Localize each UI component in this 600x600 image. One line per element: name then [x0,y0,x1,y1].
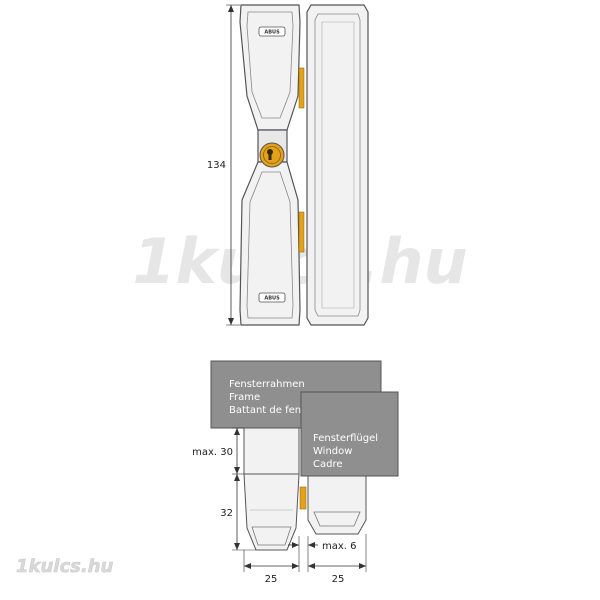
dimension-max-30: max. 30 [192,427,244,475]
dimension-25-left-label: 25 [265,574,278,585]
strike-section [299,475,367,535]
dimension-max-6-label: max. 6 [322,541,357,552]
sash-panel [300,391,399,477]
key-cylinder-icon [259,142,285,168]
logo-badge-bottom: ABUS [264,296,280,302]
dimension-134-label: 134 [207,160,226,171]
frame-label-fr: Battant de fenêtre [229,404,321,416]
sash-label-en: Window [313,446,352,457]
lock-front-view: ABUS ABUS [239,4,369,326]
frame-label-de: Fensterrahmen [229,379,305,390]
dimension-max-30-label: max. 30 [192,447,233,458]
logo-badge-top: ABUS [264,30,280,36]
dimension-32-label: 32 [220,508,233,519]
corner-watermark: 1kulcs.hu [16,556,114,577]
sash-label-fr: Cadre [313,459,343,470]
sash-label-de: Fensterflügel [313,433,378,444]
dimension-height-total: 134 [207,4,240,326]
dimension-25-right-label: 25 [332,574,345,585]
lock-body-section [243,427,300,551]
dimension-widths: 25 25 max. 6 [243,534,367,585]
frame-label-en: Frame [229,392,260,403]
